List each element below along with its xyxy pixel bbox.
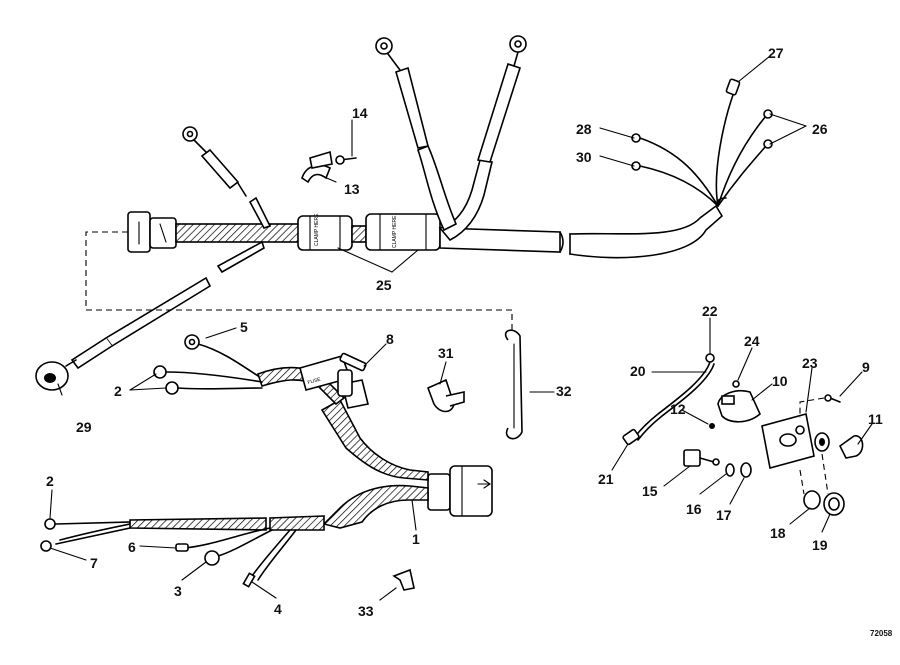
ignition-key — [838, 435, 864, 459]
callout-31: 31 — [438, 345, 454, 361]
battery-cable-2 — [476, 62, 522, 163]
ignition-switch-assembly — [622, 353, 864, 516]
callout-10: 10 — [772, 373, 788, 389]
callout-14: 14 — [352, 105, 368, 121]
leader-lines — [49, 55, 873, 601]
drawing-code: 72058 — [870, 629, 893, 638]
upper-harness-wrap — [175, 223, 301, 243]
callout-21: 21 — [598, 471, 614, 487]
callout-26: 26 — [812, 121, 828, 137]
callout-11: 11 — [868, 411, 883, 427]
lower-harness: FUSE — [40, 334, 493, 588]
clamp-and-screw — [301, 150, 357, 184]
callout-27: 27 — [768, 45, 784, 61]
callout-4: 4 — [274, 601, 282, 617]
callout-18: 18 — [770, 525, 786, 541]
callout-8: 8 — [386, 331, 394, 347]
bullet-connector — [725, 78, 741, 96]
callout-2-upper: 2 — [114, 383, 122, 399]
callout-16: 16 — [686, 501, 702, 517]
small-clip — [392, 568, 415, 591]
callout-25: 25 — [376, 277, 392, 293]
clamp-sleeve-2 — [365, 213, 441, 251]
callout-5: 5 — [240, 319, 248, 335]
callout-13: 13 — [344, 181, 360, 197]
callout-17: 17 — [716, 507, 732, 523]
callout-7: 7 — [90, 555, 98, 571]
clamp-sleeve-1 — [297, 215, 353, 251]
callout-29: 29 — [76, 419, 92, 435]
callout-28: 28 — [576, 121, 592, 137]
callout-20: 20 — [630, 363, 646, 379]
dashed-route-line — [85, 231, 513, 330]
lower-connector-plug — [427, 473, 451, 511]
callout-29-30-left: 30 — [576, 149, 592, 165]
toggle-switch — [683, 449, 701, 467]
callout-numbers: 1 2 2 3 4 5 6 7 8 9 10 11 12 13 14 15 16… — [46, 45, 883, 619]
svg-text:CLAMP HERE: CLAMP HERE — [392, 215, 398, 248]
callout-19: 19 — [812, 537, 828, 553]
svg-text:CLAMP HERE: CLAMP HERE — [314, 213, 320, 246]
callout-24: 24 — [744, 333, 760, 349]
callout-12: 12 — [670, 401, 686, 417]
battery-cable-1 — [395, 66, 429, 149]
callout-15: 15 — [642, 483, 658, 499]
callout-9: 9 — [862, 359, 870, 375]
fuse — [339, 352, 367, 372]
callout-33: 33 — [358, 603, 374, 619]
svg-text:FUSE: FUSE — [307, 377, 322, 386]
callout-1: 1 — [412, 531, 420, 547]
callout-3: 3 — [174, 583, 182, 599]
callout-32: 32 — [556, 383, 572, 399]
callout-22: 22 — [702, 303, 718, 319]
right-wire-bundle — [631, 78, 773, 207]
callout-6: 6 — [128, 539, 136, 555]
upper-harness: CLAMP HERE CLAMP HERE — [35, 35, 724, 391]
callout-2-lower: 2 — [46, 473, 54, 489]
callout-23: 23 — [802, 355, 818, 371]
